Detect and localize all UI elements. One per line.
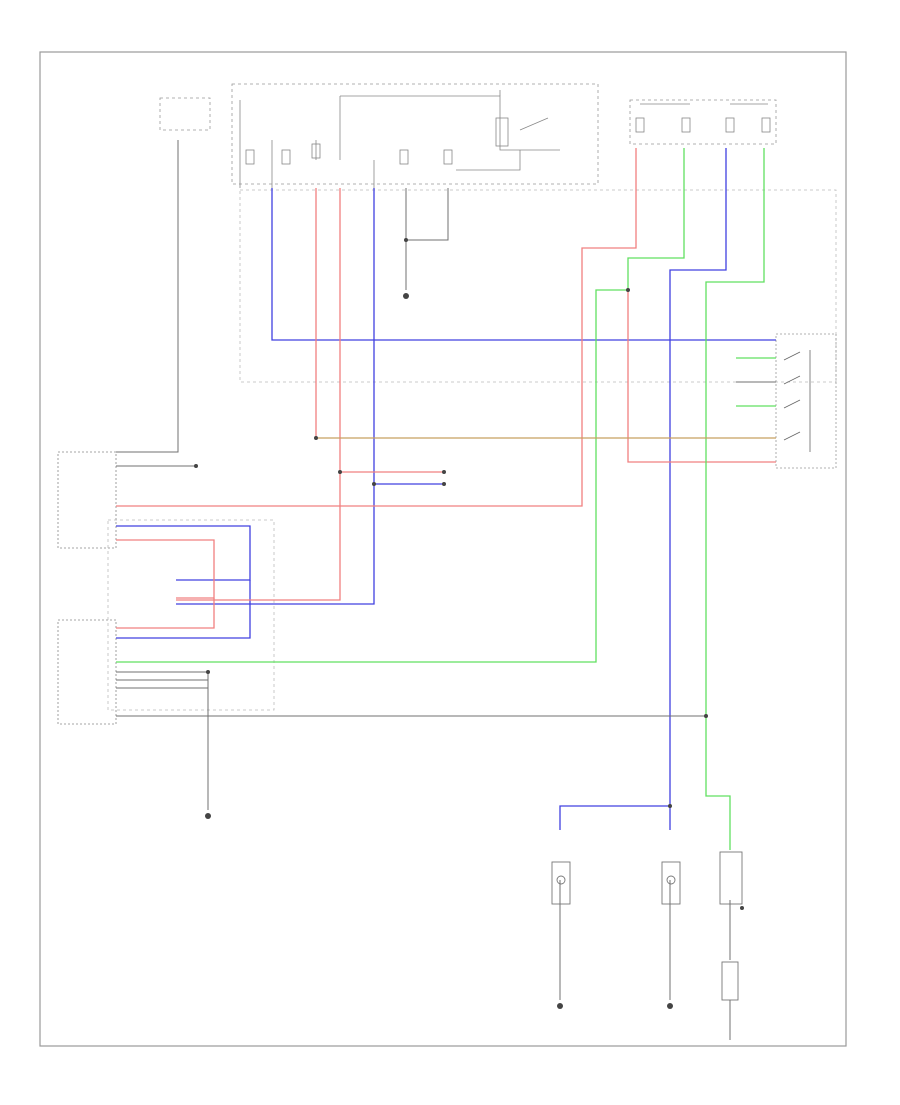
junction-dot [668, 804, 672, 808]
fuse-2 [281, 149, 291, 165]
junction-dot [626, 288, 630, 292]
turn-relay [719, 851, 743, 905]
wire-blue-3 [559, 148, 727, 830]
junction-dot [442, 470, 446, 474]
ground-symbols [205, 293, 744, 1009]
right-fuse-internals [635, 103, 771, 133]
wire-red-6 [116, 598, 215, 629]
fuse-1 [245, 149, 255, 165]
relay-coil [495, 117, 509, 147]
lamp-filament-2 [666, 875, 676, 885]
fuse-4 [399, 149, 409, 165]
front-left-turn-lamp [551, 861, 571, 905]
fuse-r2 [681, 117, 691, 133]
ipdm-module [57, 619, 117, 725]
wire-red [116, 148, 776, 629]
ground-icon [205, 813, 211, 819]
body-control-module [57, 451, 117, 549]
switch-contact-1 [783, 351, 801, 361]
wire-red-2 [176, 188, 341, 601]
front-right-turn-lamp [661, 861, 681, 905]
wire-red-5 [116, 539, 215, 599]
junction-dots [194, 238, 708, 808]
ground-icon [667, 1003, 673, 1009]
wire-black-1 [116, 140, 179, 453]
junction-dot [314, 436, 318, 440]
lamp-filament-1 [556, 875, 566, 885]
wire-black-2 [405, 188, 449, 250]
diagram-frame [39, 51, 847, 1047]
switch-contact-2 [783, 399, 801, 409]
wire-black-4 [116, 671, 209, 810]
ground-icon [740, 906, 744, 910]
wire-green [116, 148, 776, 850]
junction-dot [338, 470, 342, 474]
fuse-r1 [635, 117, 645, 133]
fuse-r4 [761, 117, 771, 133]
junction-dot [442, 482, 446, 486]
wire-red-3 [116, 148, 637, 507]
fuse-r3 [725, 117, 735, 133]
wire-blue [116, 148, 776, 830]
wire-black [116, 140, 776, 1040]
junction-dot [372, 482, 376, 486]
ground-icon [403, 293, 409, 299]
fuse-block-top-right [629, 99, 777, 145]
components-bottom [551, 851, 743, 1001]
combination-switch [775, 333, 837, 469]
smart-junction-box [107, 519, 275, 711]
wire-blue-2 [176, 188, 375, 605]
junction-dot [194, 464, 198, 468]
relay-bus [340, 95, 560, 151]
junction-dot [206, 670, 210, 674]
switch-contact-3 [783, 375, 801, 385]
fuse-block-top-center [231, 83, 599, 185]
wire-red-4 [627, 290, 776, 463]
wire-green-3 [705, 148, 765, 850]
wire-green-2 [116, 289, 628, 663]
door-switch [721, 961, 739, 1001]
fuse-box-internals [239, 90, 560, 188]
dashed-region [239, 189, 837, 383]
relay-line [456, 150, 521, 171]
switch-contacts [783, 350, 811, 452]
relay-contact [519, 117, 549, 131]
wire-blue-5 [116, 525, 251, 581]
fuse-5 [443, 149, 453, 165]
switch-contact-4 [783, 431, 801, 441]
relay-box-left [159, 97, 211, 131]
wire-blue-1 [271, 188, 776, 341]
wire-blue-6 [116, 580, 251, 639]
junction-dot [404, 238, 408, 242]
wire-green-1 [627, 148, 685, 290]
fuse-3 [311, 143, 321, 159]
junction-dot [704, 714, 708, 718]
ground-icon [557, 1003, 563, 1009]
